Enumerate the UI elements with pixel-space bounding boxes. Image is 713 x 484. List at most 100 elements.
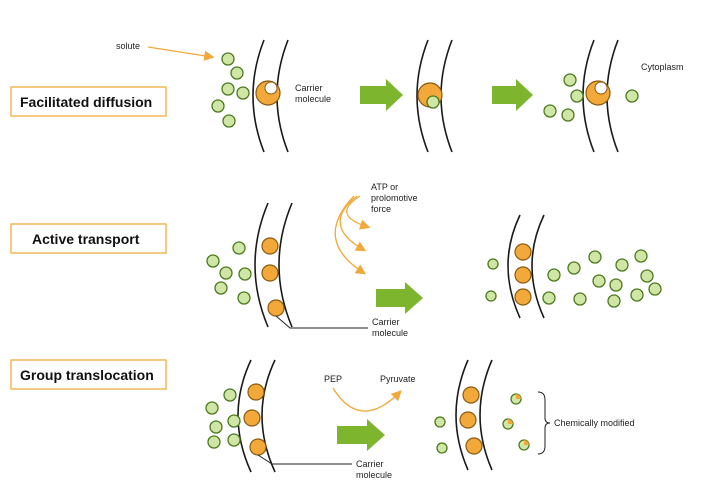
carrier-molecule (465, 437, 483, 455)
carrier-molecule (459, 411, 477, 429)
carrier-label-line2: molecule (372, 328, 408, 338)
carrier-molecule (514, 288, 532, 306)
carrier-molecule (462, 386, 480, 404)
modified-solute (510, 393, 522, 405)
solute (227, 433, 241, 447)
solute (630, 288, 644, 302)
membrane-inner (479, 359, 493, 471)
energy-arrow (339, 195, 367, 252)
atp-label-line1: ATP or (371, 182, 398, 192)
energy-arrow (334, 195, 367, 275)
pyruvate-label: Pyruvate (380, 374, 416, 384)
carrier-molecule (261, 237, 279, 255)
facilitated-diffusion-title: Facilitated diffusion (20, 94, 152, 110)
solute (206, 254, 220, 268)
atp-label-line3: force (371, 204, 391, 214)
carrier-leader (257, 454, 352, 465)
solute (648, 282, 662, 296)
carrier-label-line2: molecule (295, 94, 331, 104)
carrier-molecule (514, 243, 532, 261)
solute-pointer (147, 46, 215, 61)
solute (615, 258, 629, 272)
carrier-notch (594, 81, 608, 95)
cytoplasm-label: Cytoplasm (641, 62, 684, 72)
solute (221, 82, 235, 96)
membrane-outer (237, 359, 252, 473)
carrier-leader (275, 315, 368, 329)
solute (214, 281, 228, 295)
pep-pyruvate-arrow (332, 387, 402, 412)
carrier-molecule (261, 264, 279, 282)
solute (485, 290, 497, 302)
membrane-inner (440, 39, 453, 153)
solute (436, 442, 448, 454)
membrane-inner (278, 202, 293, 328)
solute (634, 249, 648, 263)
membrane-outer (254, 202, 269, 328)
active-transport-section: Active transport Carrier molecule ATP or… (10, 182, 662, 338)
carrier-label-line2: molecule (356, 470, 392, 480)
solute (227, 414, 241, 428)
process-arrow (360, 79, 403, 111)
atp-label-line2: prolomotive (371, 193, 418, 203)
solute (487, 258, 499, 270)
group-translocation-box (10, 359, 167, 390)
facilitated-diffusion-box (10, 86, 167, 117)
solute (607, 294, 621, 308)
process-arrow (337, 419, 385, 451)
solute (237, 291, 251, 305)
chemically-modified-label: Chemically modified (554, 418, 635, 428)
solute (219, 266, 233, 280)
carrier-molecule (267, 299, 285, 317)
active-transport-box (10, 223, 167, 254)
membrane-outer (416, 39, 429, 153)
solute (563, 73, 577, 87)
modified-solute (502, 418, 514, 430)
solute (434, 416, 446, 428)
carrier-molecule (243, 409, 261, 427)
solute (238, 267, 252, 281)
active-transport-title: Active transport (32, 231, 140, 247)
membrane-outer (507, 214, 521, 319)
solute (561, 108, 575, 122)
solute-label: solute (116, 41, 140, 51)
solute (205, 401, 219, 415)
solute (547, 268, 561, 282)
solute (232, 241, 246, 255)
solute (592, 274, 606, 288)
solute (221, 52, 235, 66)
solute (222, 114, 236, 128)
carrier-molecule (514, 266, 532, 284)
facilitated-diffusion-section: Facilitated diffusion solute Carrier mol… (10, 39, 684, 153)
process-arrow (492, 79, 533, 111)
solute (542, 291, 556, 305)
solute (640, 269, 654, 283)
solute (567, 261, 581, 275)
solute (207, 435, 221, 449)
solute (236, 86, 250, 100)
membrane-inner (531, 214, 545, 319)
carrier-molecule (247, 383, 265, 401)
solute (223, 388, 237, 402)
carrier-molecule (249, 438, 267, 456)
solute (230, 66, 244, 80)
solute (211, 99, 225, 113)
solute (543, 104, 557, 118)
pep-label: PEP (324, 374, 342, 384)
solute (426, 95, 440, 109)
carrier-label-line1: Carrier (356, 459, 384, 469)
carrier-notch (264, 81, 278, 95)
solute (573, 292, 587, 306)
energy-arrow (346, 195, 371, 230)
group-translocation-title: Group translocation (20, 367, 154, 383)
solute (209, 420, 223, 434)
modified-brace (537, 391, 551, 455)
modified-solute (518, 439, 530, 451)
solute (609, 278, 623, 292)
group-translocation-section: Group translocation Carrier molecule PEP… (10, 359, 635, 480)
membrane-outer (455, 359, 469, 471)
carrier-label-line1: Carrier (372, 317, 400, 327)
process-arrow (376, 282, 423, 314)
membrane-outer (252, 39, 265, 153)
